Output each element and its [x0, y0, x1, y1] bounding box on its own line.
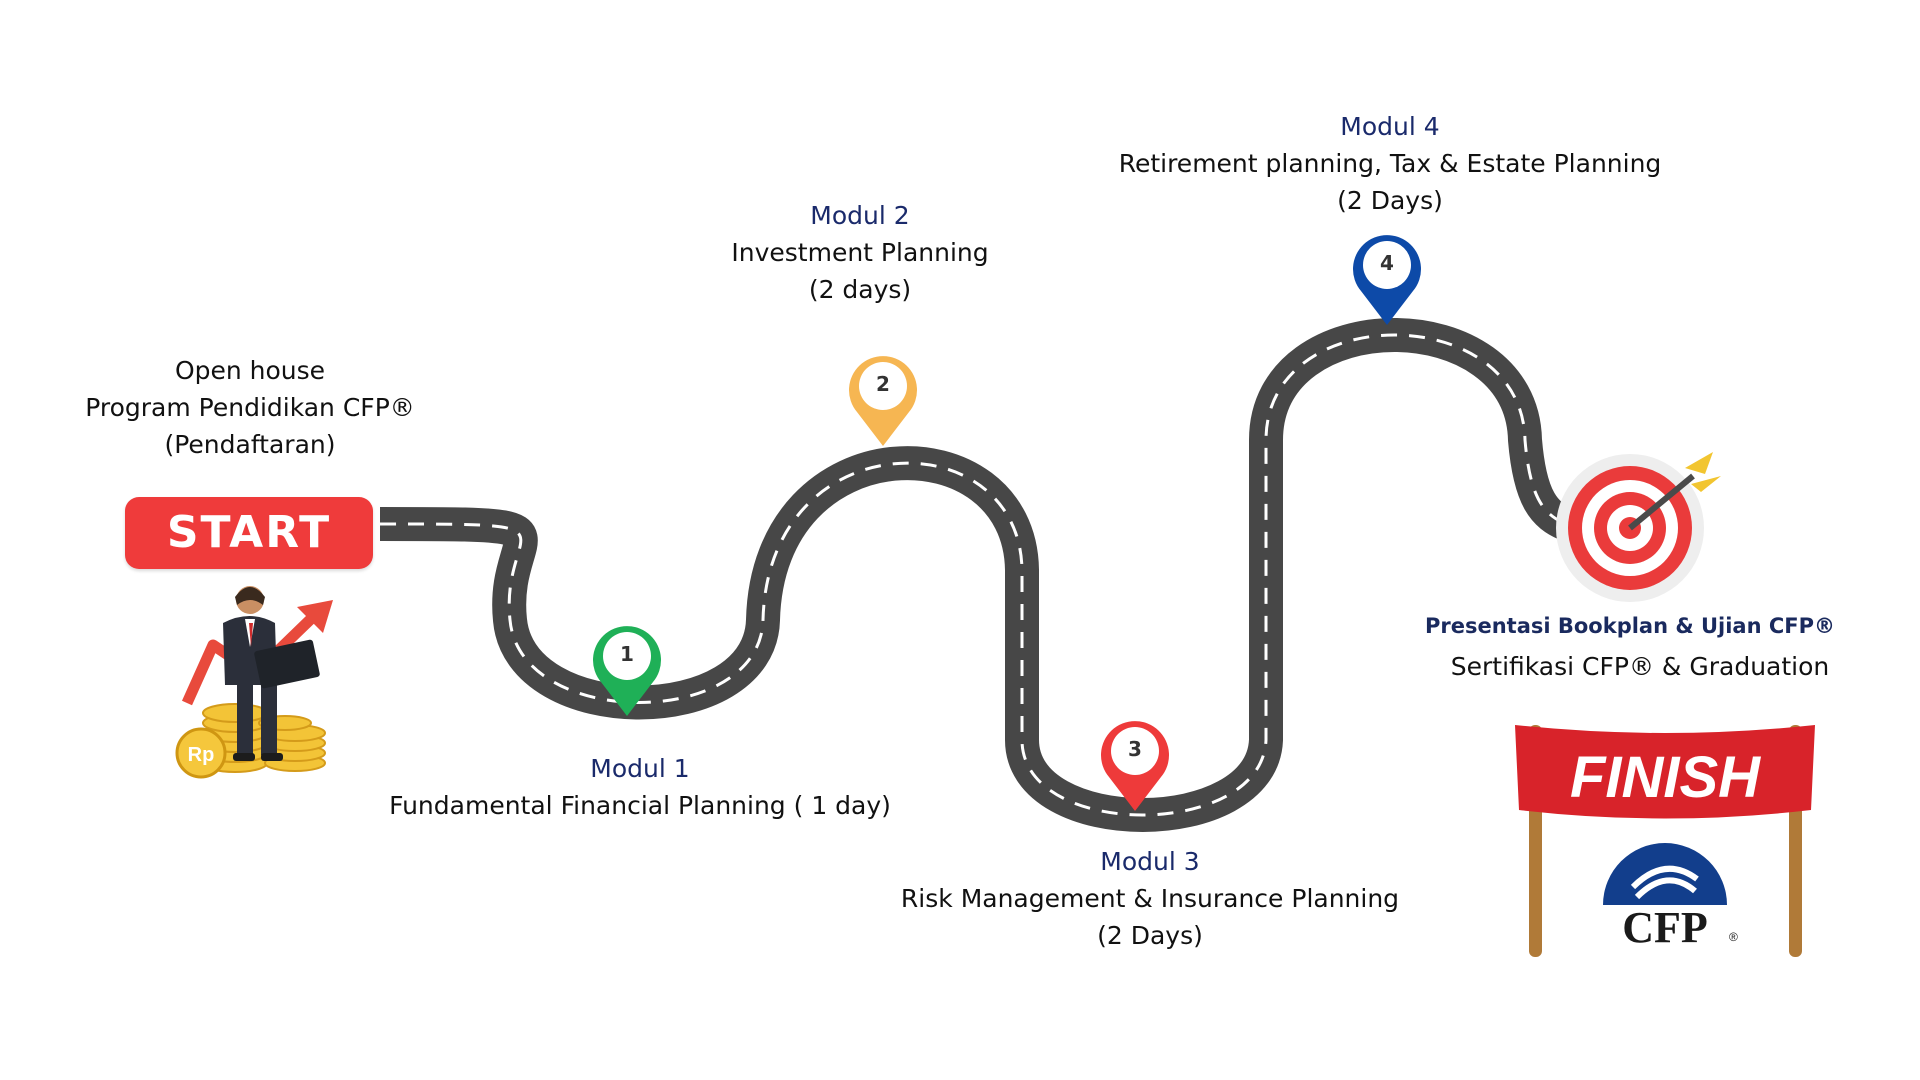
- module-4-label: Modul 4 Retirement planning, Tax & Estat…: [1080, 108, 1700, 219]
- module-1-label: Modul 1 Fundamental Financial Planning (…: [340, 750, 940, 824]
- module-4-pin[interactable]: 4: [1347, 229, 1427, 327]
- start-intro-line3: (Pendaftaran): [164, 430, 336, 459]
- cfp-logo-label: CFP: [1622, 903, 1708, 952]
- module-4-duration: (2 Days): [1337, 186, 1443, 215]
- module-4-pin-number: 4: [1380, 251, 1394, 275]
- module-1-pin-number: 1: [620, 642, 634, 666]
- cfp-logo-mark: ®: [1729, 930, 1738, 944]
- finish-line2: Sertifikasi CFP® & Graduation: [1450, 652, 1830, 681]
- finish-line1: Presentasi Bookplan & Ujian CFP®: [1424, 614, 1836, 638]
- module-1-title: Modul 1: [590, 754, 690, 783]
- location-pin-icon: [849, 356, 917, 446]
- finish-banner: FINISH CFP ®: [1515, 725, 1815, 957]
- location-pin-icon: [1101, 721, 1169, 811]
- module-3-title: Modul 3: [1100, 847, 1200, 876]
- module-4-title: Modul 4: [1340, 112, 1440, 141]
- module-1-description: Fundamental Financial Planning ( 1 day): [389, 791, 891, 820]
- module-1-pin[interactable]: 1: [587, 620, 667, 718]
- start-button[interactable]: START: [125, 497, 373, 569]
- module-3-label: Modul 3 Risk Management & Insurance Plan…: [860, 843, 1440, 954]
- module-2-label: Modul 2 Investment Planning (2 days): [660, 197, 1060, 308]
- businessman-illustration: Rp: [175, 586, 333, 779]
- module-2-pin-number: 2: [876, 372, 890, 396]
- start-intro-line1: Open house: [174, 356, 326, 385]
- module-3-pin-number: 3: [1128, 737, 1142, 761]
- module-2-description: Investment Planning: [731, 238, 989, 267]
- start-intro-line2: Program Pendidikan CFP®: [85, 393, 415, 422]
- businessman-icon: [223, 586, 320, 761]
- road-surface: [379, 318, 1574, 832]
- module-2-title: Modul 2: [810, 201, 910, 230]
- module-3-duration: (2 Days): [1097, 921, 1203, 950]
- coin-label: Rp: [188, 744, 215, 766]
- module-2-pin[interactable]: 2: [843, 350, 923, 448]
- location-pin-icon: [593, 626, 661, 716]
- module-3-description: Risk Management & Insurance Planning: [900, 884, 1400, 913]
- finish-banner-label: FINISH: [1570, 745, 1761, 810]
- target-dart-icon: [1556, 452, 1721, 602]
- rupiah-coin-icon: [175, 727, 227, 779]
- module-2-duration: (2 days): [808, 275, 912, 304]
- road-center-line: [379, 333, 1567, 817]
- start-intro: Open house Program Pendidikan CFP® (Pend…: [60, 352, 440, 463]
- module-4-description: Retirement planning, Tax & Estate Planni…: [1118, 149, 1662, 178]
- location-pin-icon: [1353, 235, 1421, 325]
- growth-arrow-head-icon: [297, 600, 333, 633]
- cfp-logo: CFP ®: [1603, 843, 1738, 952]
- module-3-pin[interactable]: 3: [1095, 715, 1175, 813]
